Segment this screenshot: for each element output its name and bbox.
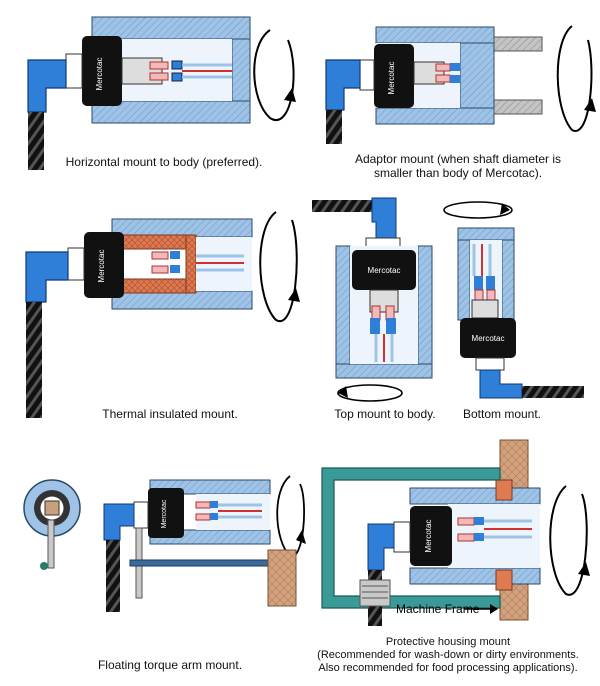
insulation-top xyxy=(121,234,193,250)
cable xyxy=(522,386,584,398)
housing-right-wall xyxy=(417,245,433,365)
body-collar xyxy=(67,247,85,281)
brand-label: Mercotac xyxy=(161,499,168,528)
body-collar xyxy=(133,501,149,529)
caption-floating-torque-arm: Floating torque arm mount. xyxy=(97,658,243,672)
rotation-arrow xyxy=(259,211,298,323)
rotation-arrowhead xyxy=(338,386,348,398)
brand-label: Mercotac xyxy=(97,250,106,283)
shaft-top xyxy=(409,487,541,505)
mercotac-body xyxy=(148,488,184,538)
rotation-arrow xyxy=(549,485,588,596)
body-collar xyxy=(65,53,83,89)
brand-label: Mercotac xyxy=(95,58,104,91)
rotation-arrowhead xyxy=(578,562,590,576)
brand-label: Mercotac xyxy=(387,62,396,95)
machine-frame-pointer-head xyxy=(490,604,498,614)
cable-gland xyxy=(359,579,391,607)
wire-leads xyxy=(151,251,244,274)
caption-thermal-mount: Thermal insulated mount. xyxy=(102,407,238,421)
machine-frame-wood xyxy=(267,549,297,607)
seal-block-bottom xyxy=(495,569,513,591)
wire-leads xyxy=(369,289,399,362)
rotation-arrowhead xyxy=(288,288,300,302)
housing-top xyxy=(457,227,515,241)
rotation-arrow xyxy=(276,475,305,557)
insulation-end xyxy=(185,234,197,294)
mercotac-body xyxy=(460,318,516,358)
housing-bottom xyxy=(335,363,433,379)
wire-leads xyxy=(195,501,262,521)
outer-shaft-bottom xyxy=(111,290,253,310)
blue-connector xyxy=(103,503,135,541)
wire-leads xyxy=(149,60,232,82)
caption-top-mount: Top mount to body. xyxy=(334,407,436,421)
blue-connector xyxy=(367,523,395,571)
thermal-mount-diagram: Mercotac xyxy=(25,211,300,418)
mercotac-body xyxy=(374,44,414,108)
adaptor-mount-diagram: Mercotac xyxy=(325,25,596,144)
shaft-bottom xyxy=(409,567,541,585)
brand-label: Mercotac xyxy=(472,334,505,343)
floating-torque-arm-diagram: Mercotac xyxy=(23,475,306,612)
outer-shaft-top xyxy=(111,218,253,238)
cable xyxy=(28,112,44,170)
mercotac-body xyxy=(82,36,122,106)
mercotac-body xyxy=(352,250,416,290)
cable xyxy=(106,540,120,612)
body-collar xyxy=(359,59,375,91)
blue-connector xyxy=(27,59,67,113)
insulation-bottom xyxy=(121,278,193,294)
rotation-arrowhead xyxy=(584,98,596,112)
caption-bottom-mount: Bottom mount. xyxy=(462,407,542,421)
horizontal-mount-diagram: Mercotac xyxy=(27,16,296,170)
rotation-arrow xyxy=(443,201,513,219)
machine-frame-label: Machine Frame xyxy=(396,602,480,616)
brand-label: Mercotac xyxy=(424,520,433,553)
blue-connector xyxy=(479,369,523,399)
rotation-arrow xyxy=(337,384,403,402)
housing-left-wall xyxy=(457,239,471,321)
housing-right-wall xyxy=(501,239,515,321)
wire-leads xyxy=(413,61,460,85)
rotation-arrowhead xyxy=(500,203,510,215)
cable xyxy=(312,200,374,212)
seal-block-top xyxy=(495,479,513,501)
bottom-mount-diagram: Mercotac xyxy=(443,201,584,399)
top-mount-diagram: Mercotac xyxy=(312,197,433,402)
brand-label: Mercotac xyxy=(368,266,401,275)
body-collar xyxy=(393,521,411,553)
wire-leads xyxy=(457,517,532,542)
blue-connector xyxy=(325,59,361,111)
mercotac-body xyxy=(84,232,124,298)
protective-housing-diagram: Mercotac Machine Frame xyxy=(321,439,590,626)
cable xyxy=(326,110,342,144)
torque-arm-bar xyxy=(129,559,281,567)
end-view xyxy=(23,479,81,570)
rotation-arrow xyxy=(556,25,593,132)
housing-left-wall xyxy=(335,245,351,365)
blue-connector xyxy=(371,197,397,241)
wire-leads xyxy=(471,244,499,319)
caption-horizontal-mount: Horizontal mount to body (preferred). xyxy=(65,155,263,169)
rotation-arrowhead xyxy=(284,88,296,102)
cable xyxy=(26,302,42,418)
caption-adaptor-mount: Adaptor mount (when shaft diameter is sm… xyxy=(354,152,562,180)
rotation-arrowhead xyxy=(296,530,306,544)
body-collar xyxy=(475,357,505,371)
blue-connector xyxy=(25,251,69,303)
caption-protective-housing: Protective housing mount (Recommended fo… xyxy=(317,636,579,674)
mercotac-body xyxy=(410,506,452,566)
rotation-arrow xyxy=(253,29,295,121)
